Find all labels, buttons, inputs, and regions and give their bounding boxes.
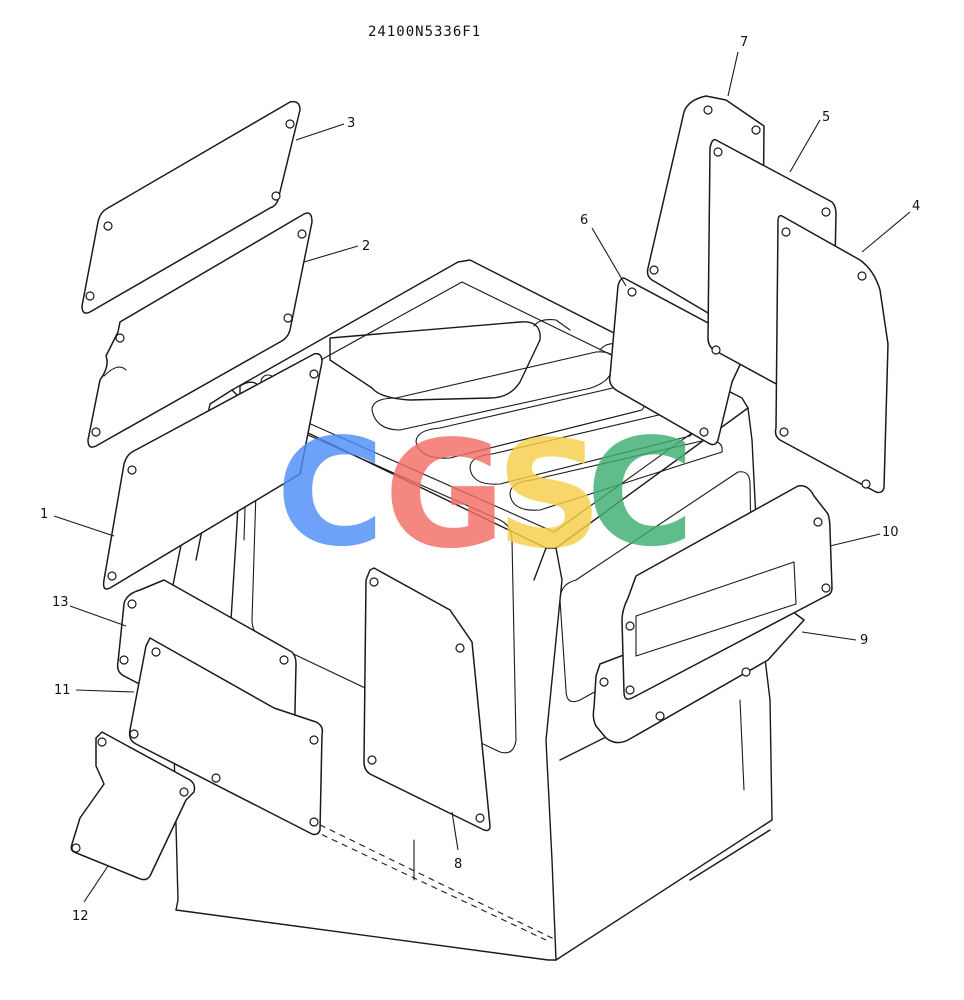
callout-10: 10: [882, 525, 899, 540]
callout-4: 4: [912, 199, 920, 214]
panel-12: [70, 731, 196, 881]
callout-12: 12: [72, 909, 89, 924]
callout-1: 1: [40, 507, 48, 522]
callout-3: 3: [347, 116, 355, 131]
panel-8: [363, 567, 491, 832]
drawing-id: 24100N5336F1: [368, 24, 482, 40]
callout-7: 7: [740, 35, 748, 50]
panel-11: [128, 637, 324, 836]
cgsc-watermark: C G S C: [276, 407, 695, 581]
callout-13: 13: [52, 595, 69, 610]
panel-10: [621, 484, 833, 700]
watermark-letter-s: S: [496, 409, 603, 581]
callout-2: 2: [362, 239, 370, 254]
panel-1: [102, 352, 323, 590]
callout-8: 8: [454, 857, 462, 872]
panel-3: [81, 100, 301, 314]
callout-numbers: 3 2 1 7 5 4 6 10 9 13 11 12 8: [40, 35, 920, 924]
panel-4: [774, 214, 889, 494]
callout-11: 11: [54, 683, 71, 698]
panel-2: [87, 212, 313, 448]
callout-5: 5: [822, 110, 830, 125]
callout-9: 9: [860, 633, 868, 648]
watermark-letter-c2: C: [586, 407, 695, 579]
leader-lines: [53, 51, 911, 903]
watermark-letter-g: G: [384, 409, 505, 581]
callout-6: 6: [580, 213, 588, 228]
watermark-letter-c1: C: [276, 407, 385, 579]
